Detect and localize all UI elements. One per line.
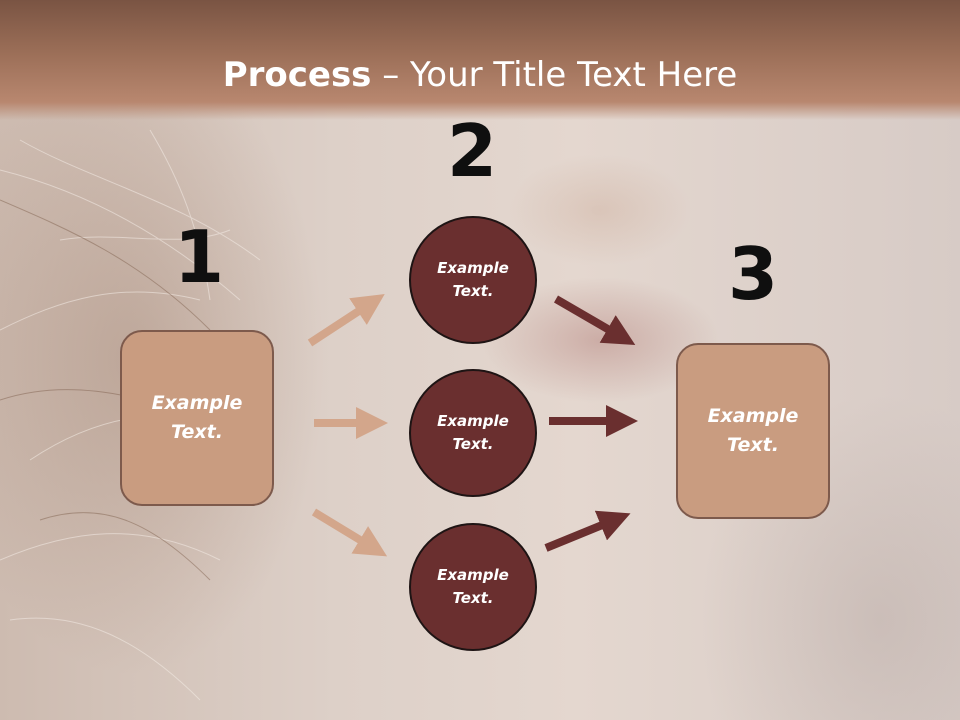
arrow-to-top bbox=[307, 294, 385, 347]
arrow-from-top bbox=[553, 295, 636, 346]
circle-line: Text. bbox=[452, 282, 494, 300]
title-rest: – Your Title Text Here bbox=[371, 55, 738, 95]
slide-title: Process – Your Title Text Here bbox=[0, 50, 960, 100]
step-number-3: 3 bbox=[727, 232, 779, 316]
box-line: Example bbox=[707, 405, 799, 427]
step-number-2: 2 bbox=[446, 109, 498, 193]
circle-line: Text. bbox=[452, 435, 494, 453]
circle-line: Example bbox=[437, 412, 509, 430]
arrow-to-bottom bbox=[311, 508, 388, 557]
title-bold: Process bbox=[222, 55, 372, 95]
box-line: Text. bbox=[727, 434, 779, 456]
circle-line: Text. bbox=[452, 589, 494, 607]
circle-line: Example bbox=[437, 566, 509, 584]
step-number-1: 1 bbox=[173, 215, 225, 299]
arrow-from-bottom bbox=[544, 510, 631, 552]
box-line: Example bbox=[151, 392, 243, 414]
box-line: Text. bbox=[171, 421, 223, 443]
circle-line: Example bbox=[437, 259, 509, 277]
header-banner bbox=[0, 0, 960, 120]
